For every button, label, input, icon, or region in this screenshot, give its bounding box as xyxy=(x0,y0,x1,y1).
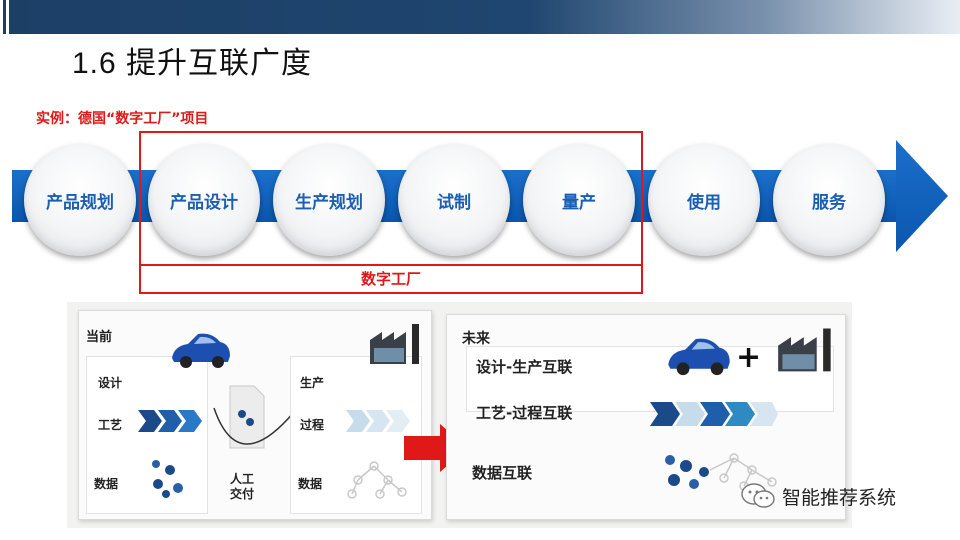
chevron-blue-icon xyxy=(138,410,202,432)
network-outline-icon xyxy=(347,461,407,499)
future-row-data: 数据互联 xyxy=(472,464,533,482)
current-row-production: 生产 xyxy=(300,376,325,390)
handoff-line-2: 交付 xyxy=(230,487,255,501)
stage-trial-production: 试制 xyxy=(398,144,510,256)
chevron-mixed-icon xyxy=(650,402,778,426)
watermark-text: 智能推荐系统 xyxy=(782,486,897,509)
car-icon-future xyxy=(668,338,730,376)
stage-mass-production: 量产 xyxy=(523,144,635,256)
factory-icon xyxy=(370,324,419,364)
future-panel-title: 未来 xyxy=(462,331,490,347)
future-design-box xyxy=(466,346,834,412)
factory-icon-future xyxy=(778,328,831,372)
header-bar xyxy=(0,0,960,34)
current-production-box xyxy=(290,356,422,514)
plus-sign: + xyxy=(736,340,762,375)
digital-factory-highlight xyxy=(139,131,643,266)
slide-title: 1.6 提升互联广度 xyxy=(72,47,313,80)
current-design-box xyxy=(86,356,208,514)
manual-handoff-label: 人工 交付 xyxy=(230,472,254,502)
stage-usage: 使用 xyxy=(648,144,760,256)
digital-factory-label: 数字工厂 xyxy=(139,264,643,294)
watermark: 智能推荐系统 xyxy=(740,482,896,510)
future-row-design-production: 设计-生产互联 xyxy=(476,358,573,376)
dots-cluster-icon xyxy=(152,460,183,498)
current-row-design: 设计 xyxy=(98,376,123,390)
stage-production-planning: 生产规划 xyxy=(273,144,385,256)
current-panel-title: 当前 xyxy=(86,330,113,345)
handoff-line-1: 人工 xyxy=(230,472,255,486)
current-row-data-right: 数据 xyxy=(298,477,323,491)
wechat-icon xyxy=(741,483,775,508)
current-row-data: 数据 xyxy=(94,477,119,491)
header-stripe xyxy=(0,0,16,34)
current-row-process: 过程 xyxy=(300,418,325,432)
process-arrow-head xyxy=(896,140,948,252)
network-mixed-icon xyxy=(665,453,777,491)
chevron-pale-icon xyxy=(346,410,410,432)
manual-handoff-icon xyxy=(213,385,295,449)
car-icon xyxy=(172,333,230,368)
example-label: 实例：德国“数字工厂”项目 xyxy=(36,111,209,127)
stage-service: 服务 xyxy=(773,144,885,256)
current-row-craft: 工艺 xyxy=(98,418,123,432)
stage-product-design: 产品设计 xyxy=(148,144,260,256)
future-row-craft-process: 工艺-过程互联 xyxy=(476,404,573,422)
stage-product-planning: 产品规划 xyxy=(24,144,136,256)
